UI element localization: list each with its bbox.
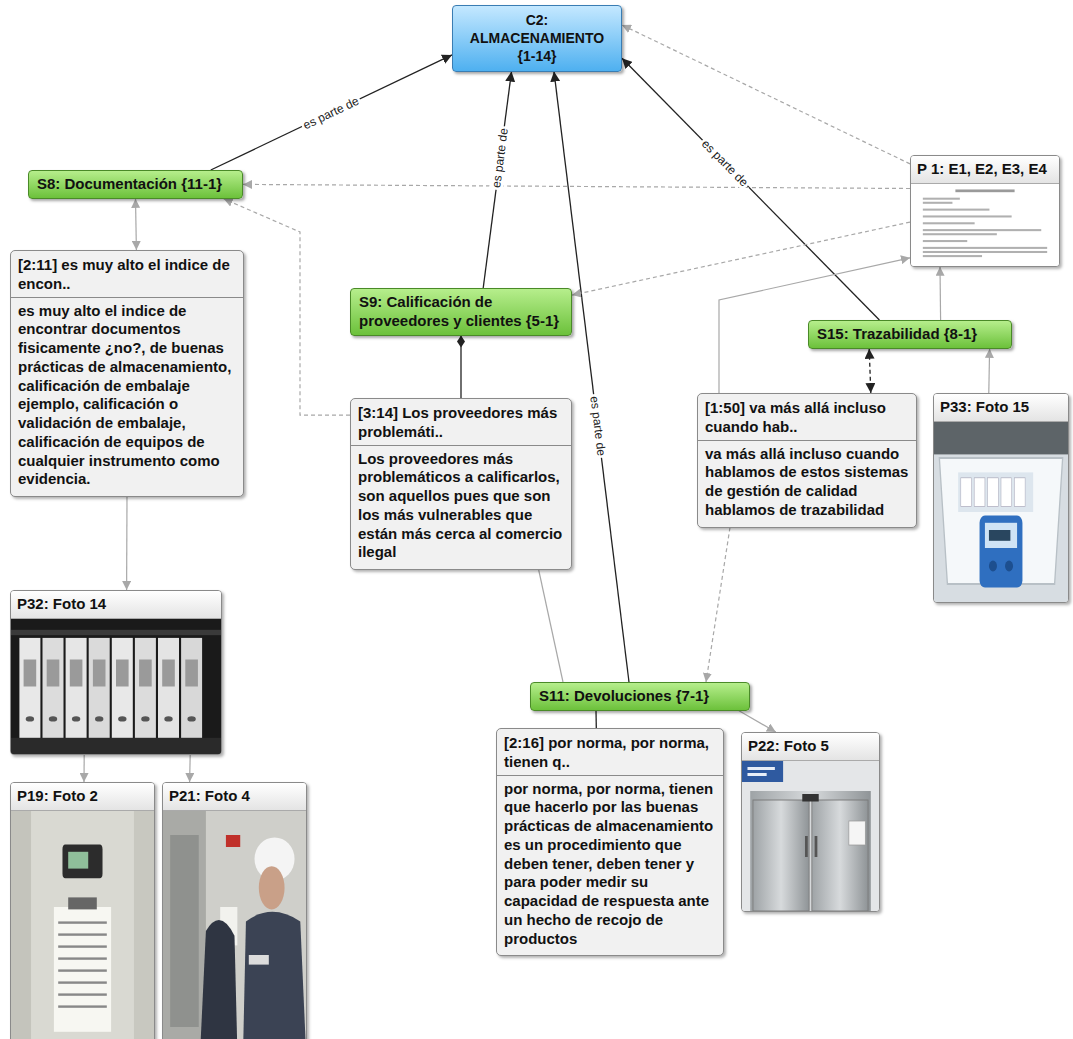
connector	[572, 222, 910, 295]
quote-box: [2:11] es muy alto el indice de encon..e…	[10, 250, 244, 497]
photo-binders	[11, 619, 221, 754]
edge-label-text: es parte de	[489, 127, 511, 188]
node-heading: S11: Devoluciones {7-1}	[539, 687, 741, 706]
photo-cooler	[934, 422, 1068, 602]
photo-thermometer-wall	[11, 811, 154, 1039]
node-heading: [3:14] Los proveedores más problemáti..	[351, 399, 571, 446]
document-box: P 1: E1, E2, E3, E4	[910, 155, 1060, 267]
connector	[939, 267, 941, 320]
connector	[869, 349, 871, 393]
connector	[706, 528, 730, 683]
subcode-box: S9: Calificación de proveedores y client…	[350, 288, 572, 336]
quote-box: [3:14] Los proveedores más problemáti..L…	[350, 398, 572, 570]
node-heading: P19: Foto 2	[11, 783, 154, 811]
code-box: C2: ALMACENAMIENTO {1-14}	[452, 5, 622, 72]
node-heading: P32: Foto 14	[11, 591, 221, 619]
edge-label-text: es parte de	[301, 93, 361, 131]
edge-label: es parte de	[489, 125, 511, 190]
subcode-box: S11: Devoluciones {7-1}	[530, 682, 750, 711]
edge-label: es parte de	[587, 393, 609, 458]
node-heading: C2: ALMACENAMIENTO {1-14}	[461, 11, 613, 66]
connector	[189, 755, 191, 782]
connector	[739, 711, 776, 732]
document-thumbnail	[911, 184, 1059, 266]
connector	[539, 570, 563, 682]
edge-label-text: es parte de	[699, 137, 751, 190]
photo-box: P22: Foto 5	[741, 732, 880, 912]
node-heading: S15: Trazabilidad {8-1}	[817, 325, 1003, 344]
node-heading: S9: Calificación de proveedores y client…	[359, 293, 563, 331]
connector	[83, 755, 84, 782]
connector	[135, 199, 137, 250]
node-heading: P33: Foto 15	[934, 394, 1068, 422]
connector	[483, 72, 511, 288]
photo-worker	[163, 811, 306, 1039]
connector	[622, 25, 910, 164]
node-body: Los proveedores más problemáticos a cali…	[351, 446, 571, 570]
photo-box: P32: Foto 14	[10, 590, 222, 755]
edge-label-text: es parte de	[587, 395, 608, 456]
photo-box: P33: Foto 15	[933, 393, 1069, 603]
node-heading: [2:16] por norma, por norma, tienen q..	[497, 729, 723, 776]
edge-label: es parte de	[299, 92, 363, 132]
connector	[988, 349, 990, 393]
node-heading: P22: Foto 5	[742, 733, 879, 761]
subcode-box: S8: Documentación {11-1}	[28, 170, 243, 199]
edge-label: es parte de	[698, 135, 753, 190]
connector	[622, 58, 879, 320]
connector	[554, 72, 629, 682]
node-heading: S8: Documentación {11-1}	[37, 175, 234, 194]
node-body: por norma, por norma, tienen que hacerlo…	[497, 776, 723, 956]
quote-box: [2:16] por norma, por norma, tienen q..p…	[496, 728, 724, 956]
connector	[595, 711, 597, 728]
connector	[460, 336, 461, 399]
connector	[126, 497, 128, 590]
quote-box: [1:50] va más allá incluso cuando hab..v…	[697, 393, 917, 528]
node-body: va más allá incluso cuando hablamos de e…	[698, 441, 916, 527]
subcode-box: S15: Trazabilidad {8-1}	[808, 320, 1012, 349]
node-body: es muy alto el indice de encontrar docum…	[11, 298, 243, 497]
node-heading: P21: Foto 4	[163, 783, 306, 811]
node-heading: P 1: E1, E2, E3, E4	[911, 156, 1059, 184]
node-heading: [2:11] es muy alto el indice de encon..	[11, 251, 243, 298]
connector	[211, 55, 452, 170]
photo-box: P19: Foto 2	[10, 782, 155, 1039]
photo-box: P21: Foto 4	[162, 782, 307, 1039]
photo-refrigerator	[742, 761, 879, 911]
connector	[243, 184, 910, 188]
node-heading: [1:50] va más allá incluso cuando hab..	[698, 394, 916, 441]
